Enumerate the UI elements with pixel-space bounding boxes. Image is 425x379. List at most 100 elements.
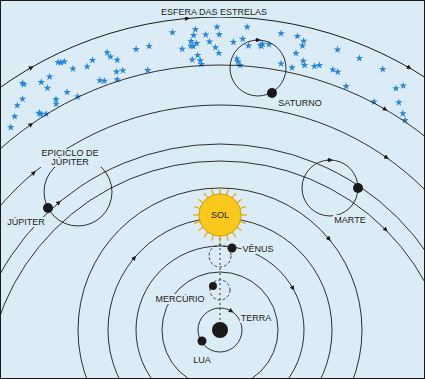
sun-ray bbox=[212, 189, 214, 195]
star bbox=[243, 23, 251, 30]
orbit bbox=[0, 144, 425, 379]
planet-label: ESFERA DAS ESTRELAS bbox=[160, 7, 268, 17]
star bbox=[202, 31, 210, 38]
sun-ray bbox=[204, 232, 208, 237]
epicycle bbox=[302, 160, 358, 216]
planet bbox=[353, 183, 363, 193]
moon bbox=[198, 337, 207, 346]
star bbox=[356, 54, 364, 61]
star bbox=[329, 66, 337, 73]
planet-label: EPICICLO DE JÚPITER bbox=[38, 149, 102, 167]
sun-ray bbox=[232, 193, 236, 198]
star bbox=[294, 32, 302, 39]
star bbox=[44, 84, 52, 91]
planet-label: LUA bbox=[192, 355, 212, 365]
star bbox=[299, 57, 307, 64]
star bbox=[239, 35, 247, 42]
orbit bbox=[136, 246, 304, 379]
orbit-arrow bbox=[383, 227, 385, 229]
orbit-arrow bbox=[28, 67, 31, 69]
star bbox=[52, 100, 60, 107]
planet bbox=[43, 203, 53, 213]
star bbox=[236, 61, 244, 68]
orbit-arrow bbox=[406, 66, 409, 68]
sun-ray bbox=[232, 232, 236, 237]
star bbox=[178, 45, 186, 52]
sun-ray bbox=[226, 235, 228, 241]
star bbox=[69, 65, 77, 72]
star bbox=[35, 109, 43, 116]
orbit-arrow bbox=[327, 236, 329, 239]
star bbox=[20, 80, 28, 87]
orbit-arrow bbox=[228, 309, 231, 311]
orbit-arrow bbox=[291, 285, 293, 288]
star bbox=[83, 63, 91, 70]
star bbox=[277, 30, 285, 37]
star bbox=[37, 78, 45, 85]
star bbox=[288, 64, 296, 71]
sun-ray bbox=[198, 227, 203, 231]
star bbox=[196, 56, 204, 63]
star bbox=[54, 58, 62, 65]
star bbox=[301, 61, 309, 68]
star bbox=[187, 42, 195, 49]
star bbox=[299, 42, 307, 49]
star bbox=[215, 30, 223, 37]
star bbox=[188, 56, 196, 63]
star bbox=[119, 66, 127, 73]
star bbox=[46, 73, 54, 80]
star bbox=[132, 45, 140, 52]
sun-ray bbox=[241, 214, 247, 215]
star bbox=[206, 38, 214, 45]
star bbox=[311, 62, 319, 69]
star bbox=[7, 123, 15, 130]
orbit bbox=[0, 161, 425, 379]
star bbox=[399, 82, 407, 89]
star bbox=[113, 56, 121, 63]
star bbox=[300, 37, 308, 44]
star bbox=[96, 76, 104, 83]
orbit-arrow bbox=[327, 160, 331, 161]
orbit bbox=[0, 105, 425, 379]
star bbox=[113, 68, 121, 75]
star bbox=[190, 31, 198, 38]
orbit-arrow bbox=[132, 258, 134, 261]
star-sphere bbox=[0, 17, 425, 379]
orbit-arrow bbox=[255, 40, 259, 41]
planet bbox=[228, 244, 237, 253]
star bbox=[107, 53, 115, 60]
sun-circle: SOL bbox=[198, 193, 242, 237]
planet-label: SATURNO bbox=[277, 98, 322, 108]
sun-ray bbox=[219, 236, 220, 242]
star bbox=[187, 37, 195, 44]
star bbox=[277, 60, 285, 67]
orbit bbox=[78, 188, 362, 379]
epicycle bbox=[230, 40, 286, 96]
star bbox=[198, 60, 206, 67]
star bbox=[212, 43, 220, 50]
planet-label: JÚPITER bbox=[6, 217, 46, 227]
moon-orbit bbox=[198, 308, 242, 352]
sun-ray bbox=[212, 235, 214, 241]
sun-ray bbox=[194, 221, 200, 223]
star bbox=[145, 42, 153, 49]
star bbox=[395, 98, 403, 105]
planet bbox=[267, 88, 277, 98]
orbit-arrow bbox=[184, 18, 187, 19]
star bbox=[258, 42, 266, 49]
orbit-arrow bbox=[31, 173, 34, 175]
orbit bbox=[0, 65, 425, 379]
sun-ray bbox=[240, 221, 246, 223]
sun-ray bbox=[193, 214, 199, 215]
orbit-arrow bbox=[56, 202, 59, 204]
star bbox=[230, 38, 238, 45]
star bbox=[63, 88, 71, 95]
earth bbox=[212, 322, 228, 338]
orbit bbox=[108, 218, 332, 379]
epicycle bbox=[44, 158, 112, 226]
star bbox=[11, 112, 19, 119]
sun-ray bbox=[237, 227, 242, 231]
